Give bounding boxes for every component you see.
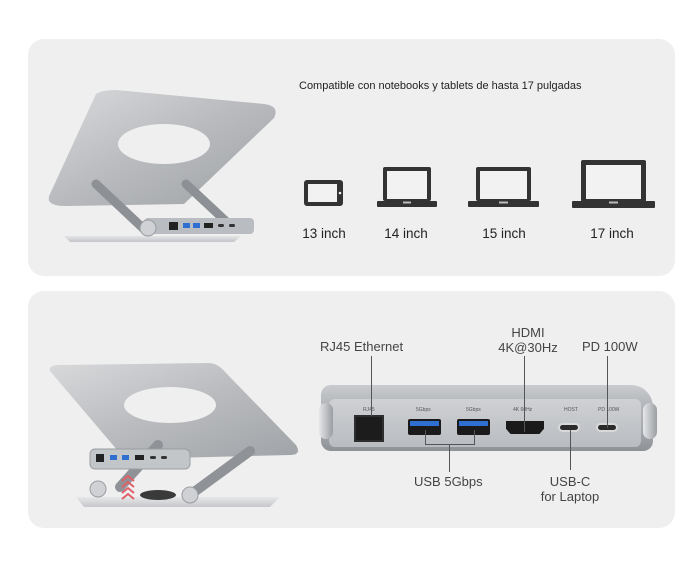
usb-a-port-2 <box>457 419 490 435</box>
port-mark-rj45: RJ45 <box>363 407 375 413</box>
port-mark-usb2: 5Gbps <box>466 407 481 413</box>
port-mark-pd: PD 100W <box>598 407 620 413</box>
tablet-icon <box>304 180 343 206</box>
laptop-17-icon <box>572 160 655 208</box>
usb-hub-closeup: RJ45 5Gbps 5Gbps 4K 60Hz HOST PD 100W <box>319 385 657 451</box>
port-mark-usb1: 5Gbps <box>416 407 431 413</box>
laptop-15-icon <box>468 167 539 207</box>
usb-bracket-line <box>425 444 475 445</box>
pd-leader-line <box>607 356 608 428</box>
usbc-callout-line1: USB-C <box>549 474 591 489</box>
rj45-leader-line <box>371 356 372 416</box>
hub-left-endcap <box>319 403 333 439</box>
usb-callout: USB 5Gbps <box>414 474 483 489</box>
hdmi-callout: HDMI 4K@30Hz <box>496 325 560 355</box>
usbc-leader-line <box>570 430 571 470</box>
usb-a-port-1 <box>408 419 441 435</box>
stand-with-hub-image <box>49 363 298 507</box>
port-mark-host: HOST <box>564 407 578 413</box>
laptop-14-icon <box>377 167 437 207</box>
hub-right-endcap <box>643 403 657 439</box>
size-label-13: 13 inch <box>302 226 346 241</box>
lift-arrows-icon <box>121 474 135 500</box>
port-mark-hdmi: 4K 60Hz <box>513 407 533 413</box>
pd-callout: PD 100W <box>582 339 638 354</box>
hdmi-leader-line <box>524 356 525 432</box>
usb-c-host-port <box>558 423 580 432</box>
usb2-leader-line <box>474 430 475 444</box>
rj45-callout: RJ45 Ethernet <box>320 339 404 354</box>
rj45-port <box>354 415 384 442</box>
size-label-14: 14 inch <box>384 226 428 241</box>
size-label-17: 17 inch <box>590 226 634 241</box>
usbc-callout: USB-C for Laptop <box>533 474 607 504</box>
hdmi-port <box>506 421 544 434</box>
usb-leader-line <box>449 444 450 472</box>
usbc-callout-line2: for Laptop <box>540 489 600 504</box>
size-label-15: 15 inch <box>482 226 526 241</box>
laptop-stand-image <box>48 90 276 242</box>
hdmi-callout-line1: HDMI <box>511 325 545 340</box>
compatibility-title: Compatible con notebooks y tablets de ha… <box>299 80 582 92</box>
hdmi-callout-line2: 4K@30Hz <box>498 340 558 355</box>
usb1-leader-line <box>425 430 426 444</box>
